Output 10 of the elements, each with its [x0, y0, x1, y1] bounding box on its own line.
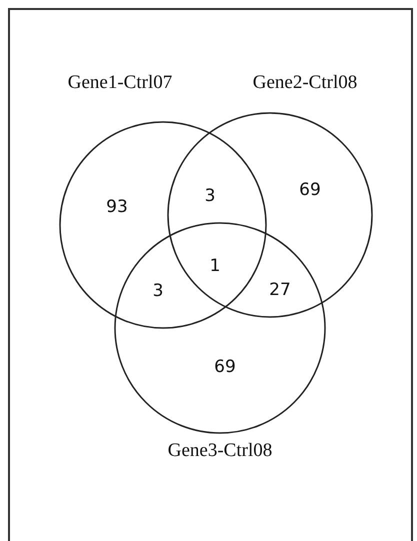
region-count: 69 [214, 357, 236, 377]
region-count: 3 [204, 186, 216, 206]
region-count: 69 [299, 180, 321, 200]
set-label: Gene3-Ctrl08 [168, 440, 272, 462]
region-count: 3 [152, 281, 164, 301]
set-label: Gene2-Ctrl08 [252, 72, 358, 94]
region-count: 27 [269, 280, 291, 300]
region-count: 93 [106, 197, 128, 217]
set-label: Gene1-Ctrl07 [68, 72, 172, 94]
region-count: 1 [210, 256, 220, 276]
